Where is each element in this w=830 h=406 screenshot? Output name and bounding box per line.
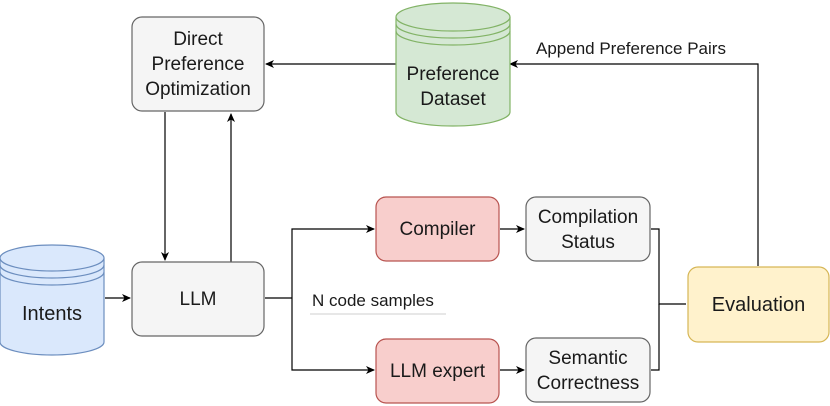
node-intents[interactable]: Intents: [0, 244, 105, 356]
edge-evaluation-to-dataset: [509, 60, 759, 266]
semantic-correctness-line-1: Semantic: [548, 348, 627, 369]
edges: [105, 60, 759, 374]
compiler-label: Compiler: [399, 219, 476, 240]
dpo-line-2: Preference: [152, 54, 245, 75]
llm-label: LLM: [180, 289, 217, 310]
node-llm[interactable]: LLM: [131, 261, 265, 337]
evaluation-label: Evaluation: [712, 294, 805, 316]
compilation-status-line-2: Status: [561, 232, 615, 253]
compilation-status-line-1: Compilation: [538, 207, 638, 228]
node-llm-expert[interactable]: LLM expert: [375, 338, 500, 404]
node-evaluation[interactable]: Evaluation: [687, 266, 830, 343]
node-compilation-status[interactable]: Compilation Status: [525, 196, 651, 262]
edge-correctness-to-evaluation: [651, 304, 660, 371]
dataset-line-1: Preference: [407, 64, 500, 85]
edge-status-to-evaluation: [651, 228, 686, 305]
llm-expert-label: LLM expert: [390, 361, 486, 382]
node-compiler[interactable]: Compiler: [375, 196, 500, 262]
dpo-line-3: Optimization: [145, 79, 251, 100]
edge-split-to-compiler: [291, 225, 375, 298]
edge-label-append-preference-pairs: Append Preference Pairs: [536, 39, 726, 58]
node-preference-dataset[interactable]: Preference Dataset: [395, 2, 511, 127]
edge-split-to-llm-expert: [291, 298, 375, 374]
dpo-line-1: Direct: [173, 29, 223, 50]
intents-label: Intents: [22, 303, 82, 325]
edge-label-n-code-samples: N code samples: [312, 291, 434, 310]
node-direct-preference-optimization[interactable]: Direct Preference Optimization: [131, 16, 265, 112]
node-semantic-correctness[interactable]: Semantic Correctness: [525, 337, 651, 403]
semantic-correctness-line-2: Correctness: [537, 373, 639, 394]
dataset-line-2: Dataset: [420, 89, 486, 110]
